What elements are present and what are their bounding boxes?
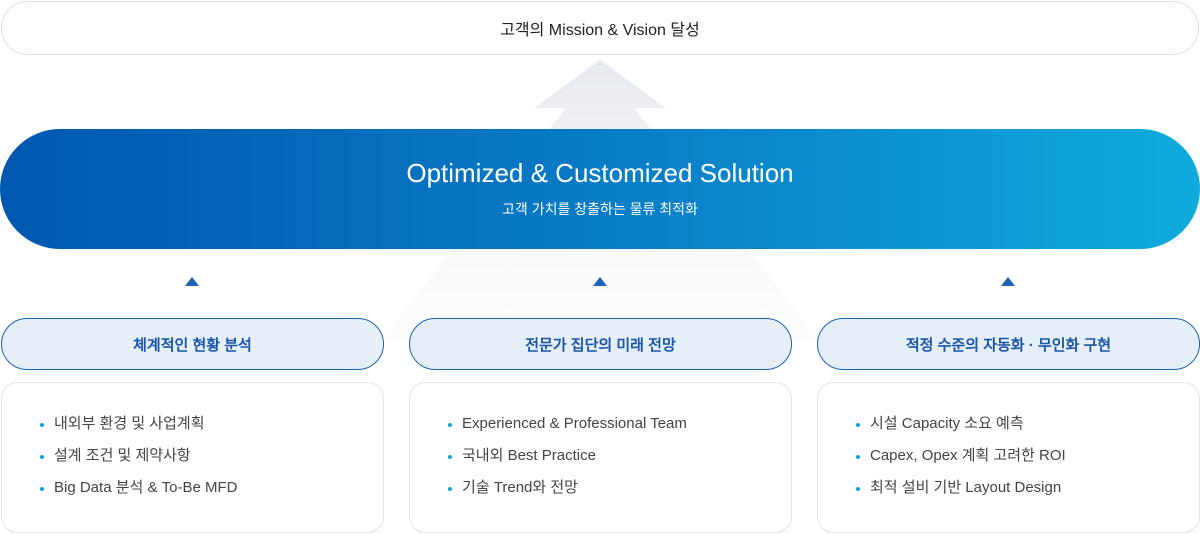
column-title-text: 체계적인 현황 분석	[133, 336, 252, 354]
solution-title: Optimized & Customized Solution	[406, 158, 794, 188]
up-triangle-icon	[185, 277, 199, 286]
solution-subtitle: 고객 가치를 창출하는 물류 최적화	[502, 201, 698, 217]
column-title-text: 전문가 집단의 미래 전망	[525, 336, 676, 354]
goal-label: 고객의 Mission & Vision 달성	[500, 22, 700, 39]
up-triangle-icon	[1001, 277, 1015, 286]
column-list-expert: Experienced & Professional Team 국내외 Best…	[409, 382, 792, 533]
list-item: 기술 Trend와 전망	[448, 477, 791, 509]
list-item: 최적 설비 기반 Layout Design	[856, 477, 1199, 509]
column-list-automation: 시설 Capacity 소요 예측 Capex, Opex 계획 고려한 ROI…	[817, 382, 1200, 533]
list-item: 설계 조건 및 제약사항	[40, 445, 383, 477]
solution-banner: Optimized & Customized Solution 고객 가치를 창…	[0, 129, 1200, 249]
list-item: Big Data 분석 & To-Be MFD	[40, 477, 383, 509]
column-list-analysis: 내외부 환경 및 사업계획 설계 조건 및 제약사항 Big Data 분석 &…	[1, 382, 384, 533]
column-title-expert: 전문가 집단의 미래 전망	[409, 318, 792, 370]
column-title-automation: 적정 수준의 자동화 · 무인화 구현	[817, 318, 1200, 370]
up-triangle-icon	[593, 277, 607, 286]
column-title-analysis: 체계적인 현황 분석	[1, 318, 384, 370]
list-item: 내외부 환경 및 사업계획	[40, 413, 383, 445]
column-title-text: 적정 수준의 자동화 · 무인화 구현	[905, 336, 1112, 354]
list-item: Capex, Opex 계획 고려한 ROI	[856, 445, 1199, 477]
goal-banner: 고객의 Mission & Vision 달성	[1, 1, 1199, 55]
list-item: 국내외 Best Practice	[448, 445, 791, 477]
list-item: 시설 Capacity 소요 예측	[856, 413, 1199, 445]
list-item: Experienced & Professional Team	[448, 413, 791, 445]
